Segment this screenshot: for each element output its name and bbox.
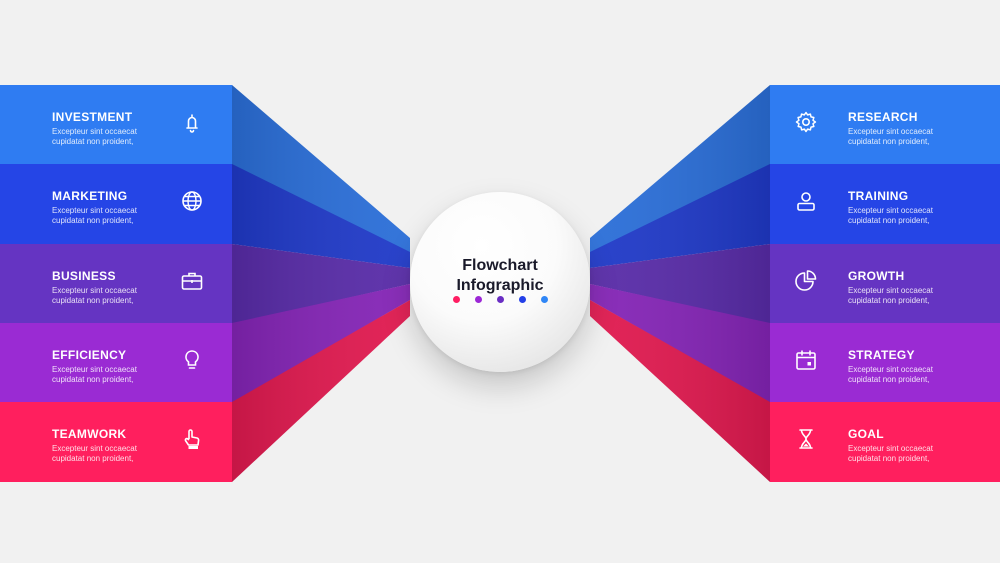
step-panel-strategy: STRATEGY Excepteur sint occaecat cupidata… [770, 323, 1000, 403]
ribbon-shade-marketing [232, 164, 410, 268]
hourglass-icon [793, 426, 819, 452]
step-panel-research: RESEARCH Excepteur sint occaecat cupidata… [770, 85, 1000, 165]
step-description: Excepteur sint occaecat cupidatat non pr… [848, 444, 933, 463]
step-panel-business: BUSINESS Excepteur sint occaecat cupidata… [0, 244, 232, 324]
step-panel-training: TRAINING Excepteur sint occaecat cupidata… [770, 164, 1000, 244]
step-description: Excepteur sint occaecat cupidatat non pr… [848, 365, 933, 384]
user-icon [793, 188, 819, 214]
color-dot [519, 296, 526, 303]
center-title-line1: Flowchart [462, 257, 538, 274]
step-description: Excepteur sint occaecat cupidatat non pr… [848, 286, 933, 305]
ribbon-shade-growth [590, 244, 770, 324]
calendar-icon [793, 347, 819, 373]
color-dot [453, 296, 460, 303]
step-title: STRATEGY [848, 348, 915, 362]
step-description: Excepteur sint occaecat cupidatat non pr… [52, 286, 137, 305]
step-title: GOAL [848, 427, 884, 441]
hand-pointer-icon [179, 426, 205, 452]
step-panel-investment: INVESTMENT Excepteur sint occaecat cupida… [0, 85, 232, 165]
step-title: BUSINESS [52, 269, 116, 283]
ribbon-shade-strategy [590, 284, 770, 403]
step-panel-goal: GOAL Excepteur sint occaecat cupidatat no… [770, 402, 1000, 482]
step-description: Excepteur sint occaecat cupidatat non pr… [848, 206, 933, 225]
center-title-line2: Infographic [456, 277, 544, 294]
ribbon-shade-investment [232, 85, 410, 254]
ribbon-shade-goal [590, 300, 770, 482]
step-title: GROWTH [848, 269, 905, 283]
center-sphere: Flowchart Infographic [410, 192, 590, 372]
color-dots [453, 296, 549, 306]
step-title: INVESTMENT [52, 110, 133, 124]
step-title: TRAINING [848, 189, 909, 203]
ribbon-shade-training [590, 164, 770, 268]
color-dot [497, 296, 504, 303]
ribbon-shade-efficiency [232, 284, 410, 403]
step-panel-efficiency: EFFICIENCY Excepteur sint occaecat cupida… [0, 323, 232, 403]
step-title: EFFICIENCY [52, 348, 127, 362]
pie-chart-icon [793, 268, 819, 294]
color-dot [541, 296, 548, 303]
step-description: Excepteur sint occaecat cupidatat non pr… [52, 127, 137, 146]
gear-icon [793, 109, 819, 135]
step-title: RESEARCH [848, 110, 918, 124]
step-panel-marketing: MARKETING Excepteur sint occaecat cupidat… [0, 164, 232, 244]
color-dot [475, 296, 482, 303]
step-description: Excepteur sint occaecat cupidatat non pr… [52, 206, 137, 225]
step-description: Excepteur sint occaecat cupidatat non pr… [52, 365, 137, 384]
ribbon-shade-research [590, 85, 770, 254]
ribbon-shade-teamwork [232, 300, 410, 482]
step-description: Excepteur sint occaecat cupidatat non pr… [52, 444, 137, 463]
step-panel-teamwork: TEAMWORK Excepteur sint occaecat cupidata… [0, 402, 232, 482]
step-description: Excepteur sint occaecat cupidatat non pr… [848, 127, 933, 146]
lightbulb-icon [179, 347, 205, 373]
step-title: TEAMWORK [52, 427, 127, 441]
step-panel-growth: GROWTH Excepteur sint occaecat cupidatat … [770, 244, 1000, 324]
globe-icon [179, 188, 205, 214]
briefcase-icon [179, 268, 205, 294]
bell-icon [179, 109, 205, 135]
ribbon-shade-business [232, 244, 410, 324]
step-title: MARKETING [52, 189, 128, 203]
